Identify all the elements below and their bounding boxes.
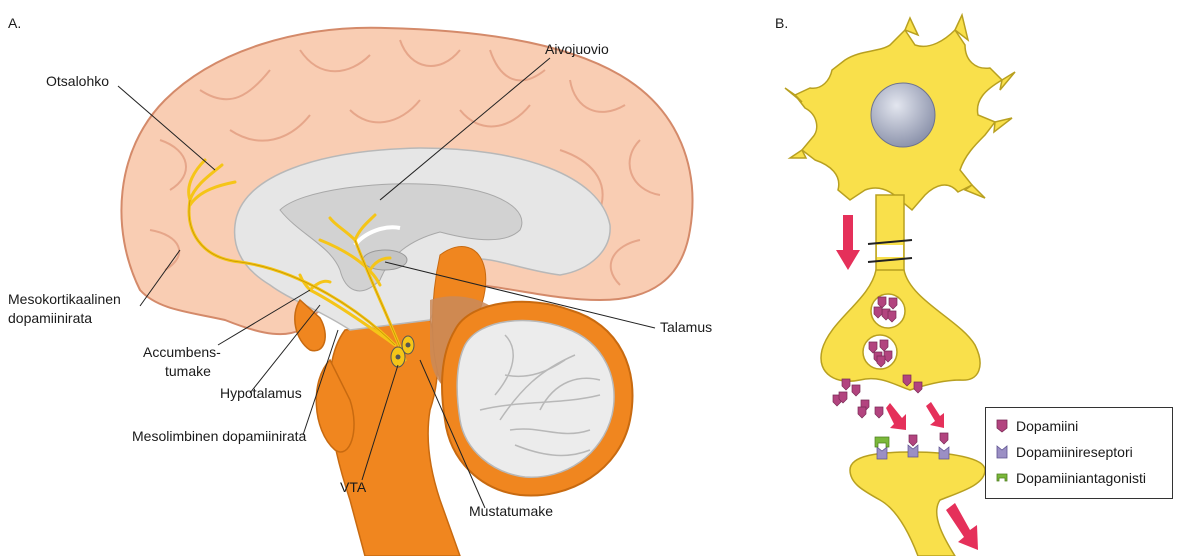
legend: Dopamiini Dopamiinireseptori Dopamiinian… — [985, 407, 1173, 499]
neuron-diagram — [785, 15, 1015, 556]
bound-dopamine — [909, 435, 917, 446]
dopamine-receptor — [908, 445, 918, 457]
label-talamus: Talamus — [660, 319, 712, 335]
label-accumbens-2: tumake — [165, 363, 211, 379]
dopamine-molecule — [842, 379, 850, 390]
panel-b-label: B. — [775, 15, 788, 31]
dopamine-molecule — [858, 407, 866, 418]
label-hypotalamus: Hypotalamus — [220, 385, 302, 401]
label-mesolimbinen: Mesolimbinen dopamiinirata — [132, 428, 307, 444]
label-otsalohko: Otsalohko — [46, 73, 109, 89]
label-vta: VTA — [340, 479, 367, 495]
dopamine-receptor — [877, 447, 887, 459]
panel-a-label: A. — [8, 15, 21, 31]
antagonist-icon — [996, 471, 1008, 485]
dopamine-antagonist — [875, 437, 889, 447]
receptor-icon — [996, 445, 1008, 459]
label-aivojuovio: Aivojuovio — [545, 41, 609, 57]
dopamine-molecule — [852, 385, 860, 396]
brain-diagram — [118, 28, 692, 556]
label-mesokortikaalinen-2: dopamiinirata — [8, 310, 92, 326]
arrow-release-2 — [926, 402, 944, 428]
label-mustatumake: Mustatumake — [469, 503, 553, 519]
legend-label-antagonist: Dopamiiniantagonisti — [1016, 470, 1146, 486]
legend-item-dopamine: Dopamiini — [996, 418, 1078, 434]
dopamine-molecule — [914, 382, 922, 393]
arrow-down-axon — [836, 215, 860, 270]
legend-item-antagonist: Dopamiiniantagonisti — [996, 470, 1146, 486]
dopamine-molecule — [875, 407, 883, 418]
dopamine-icon — [996, 419, 1008, 433]
cerebellum — [442, 302, 632, 496]
label-accumbens-1: Accumbens- — [143, 344, 221, 360]
arrow-signal-out — [946, 503, 978, 550]
dopamine-receptor — [939, 447, 949, 459]
bound-dopamine — [940, 433, 948, 444]
legend-label-receptor: Dopamiinireseptori — [1016, 444, 1133, 460]
presynaptic-terminal — [821, 270, 980, 390]
arrow-release-1 — [886, 403, 906, 430]
legend-label-dopamine: Dopamiini — [1016, 418, 1078, 434]
legend-item-receptor: Dopamiinireseptori — [996, 444, 1133, 460]
neuron-nucleus — [871, 83, 935, 147]
label-mesokortikaalinen-1: Mesokortikaalinen — [8, 291, 121, 307]
